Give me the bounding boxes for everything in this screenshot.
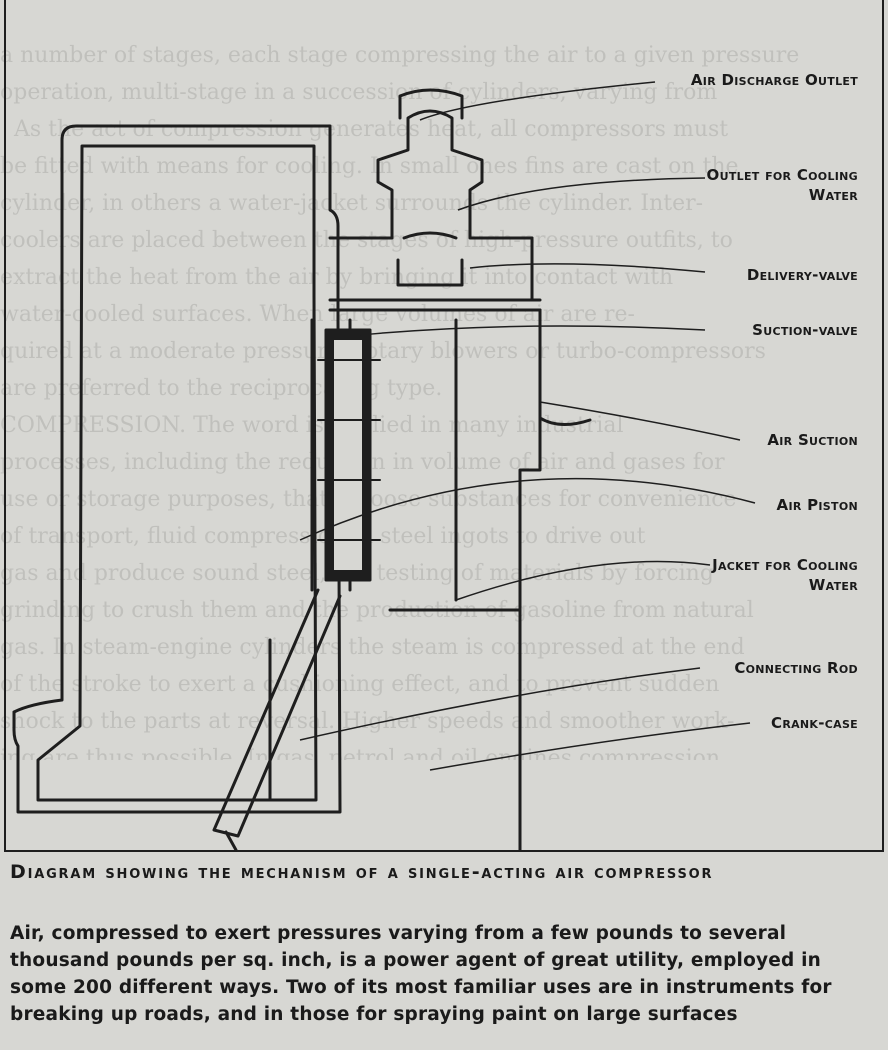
label-air-piston: Air Piston: [776, 496, 858, 514]
cylinder-right-wall: [518, 236, 592, 852]
label-crank-case: Crank-case: [771, 714, 858, 732]
label-air-suction: Air Suction: [767, 431, 858, 449]
figure-frame: [4, 0, 884, 852]
label-jacket-for-cooling-water: Jacket for Cooling Water: [712, 556, 858, 594]
crank-case-right: [268, 608, 522, 802]
crank-case-outline: [12, 124, 342, 814]
caption-title: Diagram showing the mechanism of a singl…: [10, 861, 714, 883]
cylinder-head: [328, 109, 534, 240]
compressor-diagram: [12, 81, 756, 852]
delivery-valve: [396, 231, 464, 287]
crank-case-inner-wall: [36, 144, 318, 802]
label-outlet-for-cooling-water: Outlet for Cooling Water: [706, 166, 858, 204]
label-air-discharge-outlet: Air Discharge Outlet: [690, 71, 858, 89]
discharge-outlet: [398, 88, 464, 120]
head-flange: [328, 298, 542, 312]
caption-body: Air, compressed to exert pressures varyi…: [10, 923, 832, 1025]
label-connecting-rod: Connecting Rod: [734, 659, 858, 677]
label-suction-valve: Suction-valve: [752, 321, 858, 339]
label-delivery-valve: Delivery-valve: [746, 266, 858, 284]
